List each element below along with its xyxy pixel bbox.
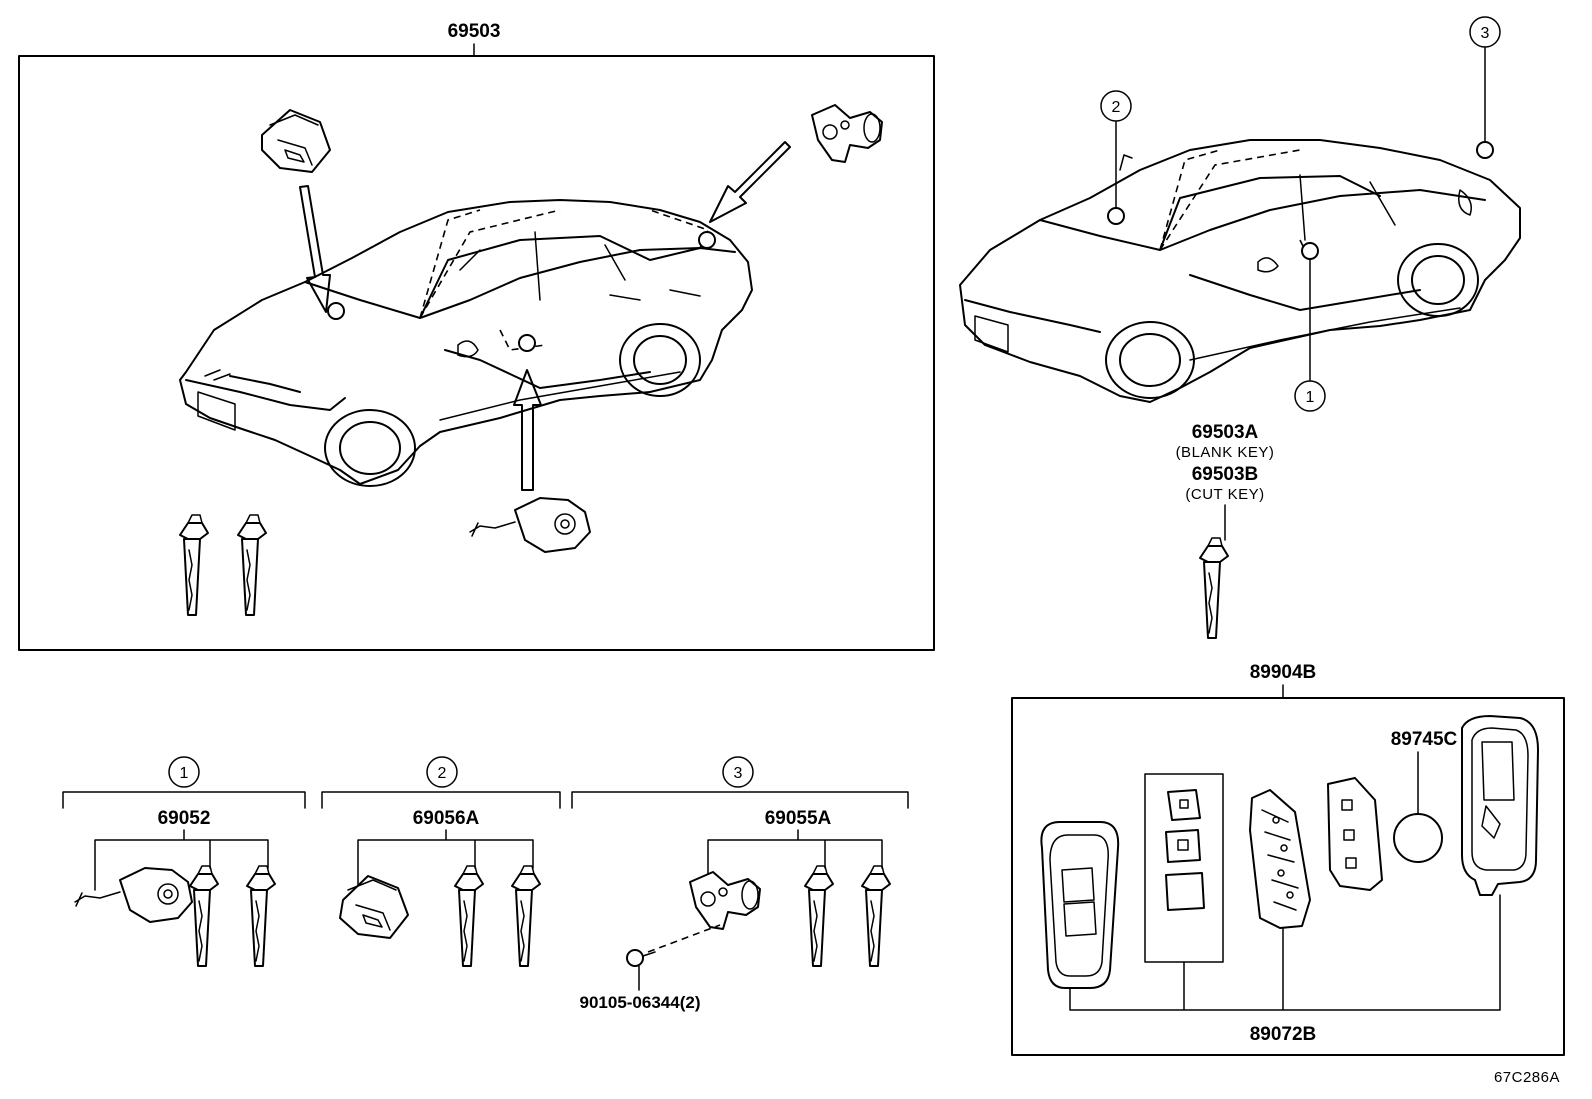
door-cylinder-set2 [339, 875, 409, 939]
label-cut-key: (CUT KEY) [1185, 486, 1264, 503]
callout-1-bottom: 1 [168, 756, 200, 788]
assembly-frame [18, 55, 935, 651]
label-90105-06344[interactable]: 90105-06344(2) [580, 993, 701, 1012]
label-69056A[interactable]: 69056A [413, 808, 480, 829]
key-labels: 69503A (BLANK KEY) 69503B (CUT KEY) [1176, 422, 1275, 639]
svg-text:3: 3 [734, 765, 743, 782]
label-89745C[interactable]: 89745C [1391, 729, 1458, 750]
svg-text:1: 1 [180, 765, 189, 782]
label-blank-key: (BLANK KEY) [1176, 444, 1275, 461]
smart-key-frame [1011, 697, 1565, 1056]
assembly-69503: 69503 [18, 21, 935, 651]
key-fob-case-rear [1461, 715, 1539, 896]
diagram-code: 67C286A [1494, 1069, 1560, 1086]
indicator-arrows [299, 141, 791, 491]
inner-housing [1327, 777, 1383, 891]
callout-2-bottom: 2 [426, 756, 458, 788]
trunk-lock-cylinder-top [811, 104, 883, 163]
callout-3-bottom: 3 [722, 756, 754, 788]
key-pair-assembly [179, 514, 267, 616]
label-69052[interactable]: 69052 [158, 808, 211, 829]
ignition-lock-cylinder [469, 497, 591, 553]
trunk-cylinder-set3 [689, 871, 761, 930]
svg-text:1: 1 [1306, 389, 1315, 406]
door-lock-cylinder-top [261, 109, 331, 173]
key-fob-case-front [1040, 821, 1120, 989]
label-69055A[interactable]: 69055A [765, 808, 832, 829]
callout-3-top: 3 [1469, 16, 1501, 48]
callout-1-top: 1 [1294, 380, 1326, 412]
button-pad [1165, 789, 1205, 911]
circuit-board [1249, 789, 1311, 929]
ignition-cylinder-set1 [74, 867, 193, 923]
car-illustration-right: 2 1 3 [959, 16, 1521, 412]
car-illustration-left [179, 199, 753, 487]
svg-text:2: 2 [438, 765, 447, 782]
coin-battery: 89745C [1391, 729, 1458, 863]
screw [626, 949, 656, 967]
label-69503B[interactable]: 69503B [1192, 464, 1259, 485]
callout-2-top: 2 [1100, 90, 1132, 122]
lock-set-3: 3 69055A 90105-06344(2) [571, 756, 909, 1012]
smart-key-assembly: 89904B [1011, 662, 1565, 1056]
label-69503A[interactable]: 69503A [1192, 422, 1259, 443]
lock-set-2: 2 69056A [321, 756, 561, 967]
lock-set-1: 1 69052 [62, 756, 306, 967]
label-89904B[interactable]: 89904B [1250, 662, 1317, 683]
label-89072B[interactable]: 89072B [1250, 1024, 1317, 1045]
label-69503[interactable]: 69503 [448, 21, 501, 42]
svg-text:3: 3 [1481, 25, 1490, 42]
single-key-icon [1199, 537, 1229, 639]
svg-text:2: 2 [1112, 99, 1121, 116]
